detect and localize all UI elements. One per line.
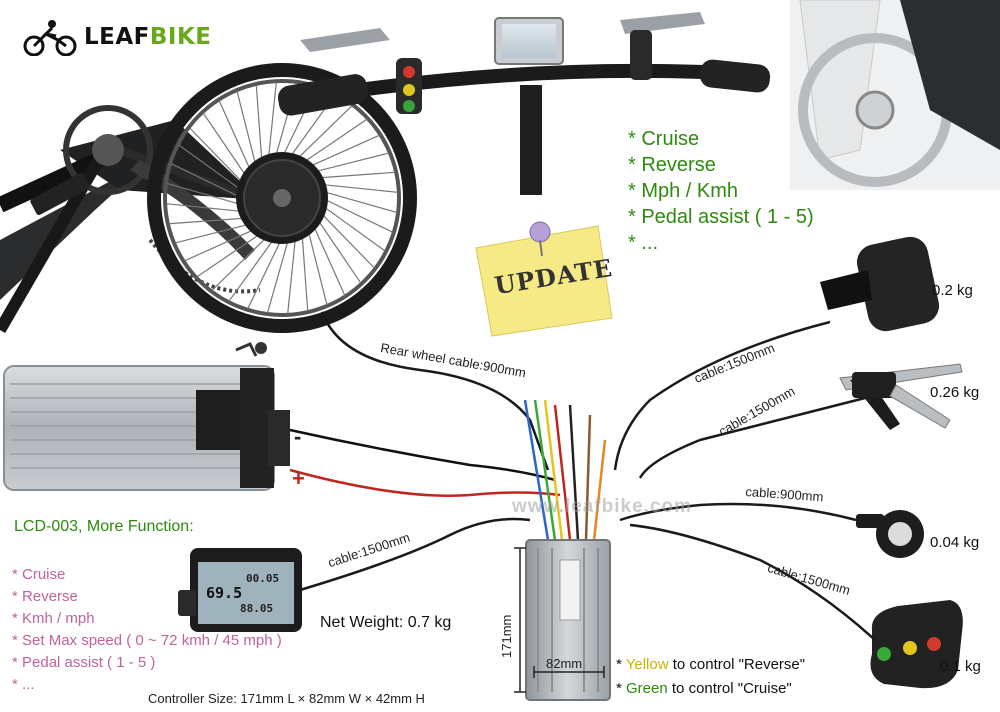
brand-logo: LEAFBIKE — [22, 18, 212, 56]
lcd-feature-list: Cruise Reverse Kmh / mph Set Max speed (… — [12, 564, 282, 696]
switch-weight: 0.1 kg — [940, 658, 981, 675]
feature-item: Pedal assist ( 1 - 5) — [628, 204, 813, 230]
cyclist-icon — [23, 20, 77, 56]
wheel-spoke — [202, 112, 248, 179]
lcd-feature-item: Reverse — [12, 586, 282, 608]
wheel-spoke — [321, 204, 386, 252]
lcd-feature-item: Set Max speed ( 0 ~ 72 kmh / 45 mph ) — [12, 630, 282, 652]
wheel-spoke — [228, 237, 276, 302]
function-switch — [870, 600, 963, 689]
wheel-spoke — [266, 237, 290, 314]
net-weight-label: Net Weight: 0.7 kg — [320, 614, 452, 631]
wheel-spoke — [316, 171, 396, 179]
wheel-spoke — [316, 217, 362, 284]
controller-box — [525, 539, 611, 701]
wheel-spoke — [247, 237, 283, 310]
battery-minus-sign: - — [294, 424, 302, 449]
wheel-spoke — [295, 105, 353, 161]
throttle-grip — [820, 236, 940, 332]
wheel-spoke — [319, 183, 398, 193]
controller-width-label: 82mm — [546, 656, 583, 671]
brand-name: LEAFBIKE — [84, 24, 212, 50]
handlebar — [277, 12, 771, 195]
pas-sensor — [856, 510, 924, 558]
lcd-speed-readout: 69.5 — [206, 584, 243, 602]
dimension-arrows — [514, 547, 605, 693]
lcd-feature-item: Pedal assist ( 1 - 5 ) — [12, 652, 282, 674]
wheel-spoke — [168, 217, 248, 225]
wheel-spoke — [267, 82, 277, 161]
lcd-trip-readout: 88.05 — [240, 602, 274, 615]
wheel-spoke — [287, 235, 297, 314]
brake-lever — [839, 363, 963, 430]
yellow-note-text: to control "Reverse" — [668, 656, 806, 673]
feature-item: Mph / Kmh — [628, 178, 814, 204]
wheel-spoke — [211, 235, 269, 291]
wheel-spoke — [307, 134, 380, 168]
lcd-title: LCD-003, More Function: — [14, 518, 194, 535]
feature-item: Cruise — [628, 126, 814, 152]
wheel-spoke — [166, 203, 245, 213]
wheel-spoke — [189, 127, 245, 185]
lcd-feature-item: Kmh / mph — [12, 608, 282, 630]
watermark-text: www.leafbike.com — [512, 496, 693, 517]
lcd-odo-readout: 00.05 — [246, 572, 280, 585]
wheel-spoke — [307, 228, 328, 306]
green-switch-note: * Green to control "Cruise" — [616, 680, 792, 697]
throttle-weight: 0.2 kg — [932, 282, 973, 299]
cables — [289, 311, 876, 641]
wheel-spoke — [236, 90, 257, 168]
feature-item: ... — [628, 230, 814, 256]
front-fork-photo — [790, 0, 1000, 190]
lcd-feature-item: Cruise — [12, 564, 282, 586]
wheel-spoke — [174, 223, 252, 244]
controller-size-label: Controller Size: 171mm L × 82mm W × 42mm… — [148, 691, 425, 706]
wheel-spoke — [196, 232, 263, 278]
controller-height-label: 171mm — [499, 614, 514, 658]
wheel-spoke — [255, 84, 263, 164]
pas-weight: 0.04 kg — [930, 534, 980, 551]
lcd-feature-item: ... — [12, 674, 282, 696]
wheel-spoke — [319, 211, 375, 269]
wheel-spoke — [301, 118, 368, 164]
yellow-word: Yellow — [625, 656, 669, 673]
green-word: Green — [626, 680, 668, 697]
wheel-spoke — [301, 232, 309, 312]
feature-item: Reverse — [628, 152, 814, 178]
wheel-spoke — [321, 197, 394, 233]
battery-pack — [3, 342, 290, 491]
hub-motor-wheel — [147, 63, 417, 333]
wheel-spoke — [312, 152, 390, 173]
wheel-spoke — [170, 163, 243, 199]
wheel-spoke — [312, 223, 346, 296]
wheel-spoke — [178, 144, 243, 192]
wheel-spoke — [321, 190, 398, 214]
update-sticky-note — [475, 221, 613, 337]
wheel-spoke — [166, 182, 243, 206]
wheel-spoke — [218, 100, 252, 173]
top-feature-list: Cruise Reverse Mph / Kmh Pedal assist ( … — [628, 126, 814, 256]
controller-wires — [523, 399, 607, 541]
brake-weight: 0.26 kg — [930, 384, 980, 401]
yellow-switch-note: * Yellow to control "Reverse" — [616, 656, 806, 673]
green-note-text: to control "Cruise" — [667, 680, 792, 697]
battery-plus-sign: + — [292, 466, 305, 491]
wheel-spoke — [184, 228, 257, 262]
